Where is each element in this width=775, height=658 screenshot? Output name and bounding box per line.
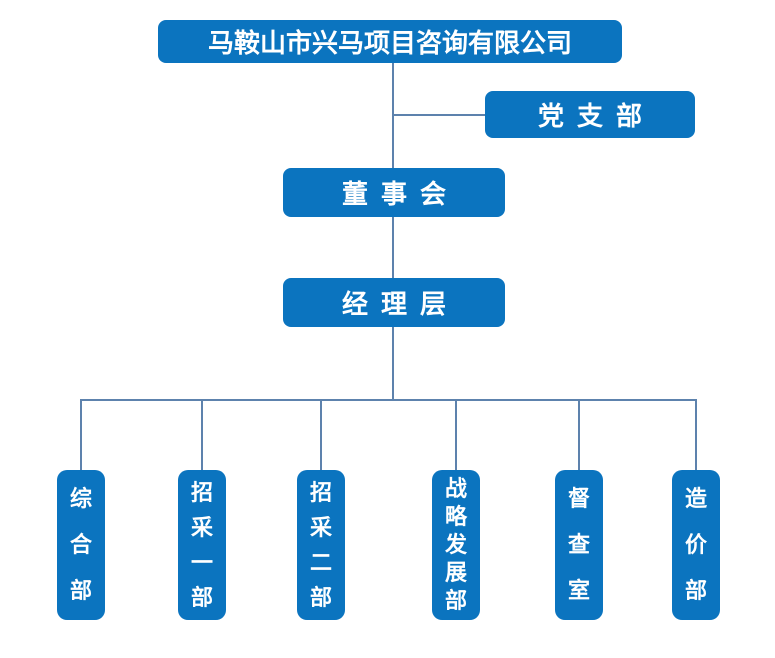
management-level-box: 经理层 — [283, 278, 505, 327]
dept-box-procurement-1: 招采一部 — [178, 470, 226, 620]
connector-drop-procurement-2 — [320, 399, 322, 471]
dept-label-supervision-office: 督查室 — [568, 486, 591, 603]
dept-box-supervision-office: 督查室 — [555, 470, 603, 620]
dept-box-general-affairs: 综合部 — [57, 470, 105, 620]
connector-party-branch — [394, 114, 485, 116]
board-of-directors-label: 董事会 — [341, 179, 459, 209]
management-level-label: 经理层 — [341, 289, 459, 319]
dept-label-general-affairs: 综合部 — [70, 486, 93, 603]
party-branch-label: 党支部 — [537, 101, 655, 131]
dept-label-cost-department: 造价部 — [685, 486, 708, 603]
dept-label-procurement-2: 招采二部 — [310, 480, 333, 610]
dept-box-strategic-development: 战略发展部 — [432, 470, 480, 620]
company-label: 马鞍山市兴马项目咨询有限公司 — [207, 28, 572, 58]
party-branch-box: 党支部 — [485, 91, 695, 138]
connector-drop-general-affairs — [80, 399, 82, 471]
board-of-directors-box: 董事会 — [283, 168, 505, 217]
company-box: 马鞍山市兴马项目咨询有限公司 — [158, 20, 622, 63]
connector-drop-supervision-office — [578, 399, 580, 471]
dept-box-cost-department: 造价部 — [672, 470, 720, 620]
connector-drop-cost-department — [695, 399, 697, 471]
dept-label-procurement-1: 招采一部 — [191, 480, 214, 610]
connector-bus-horizontal — [80, 399, 697, 401]
connector-management-to-bus — [392, 327, 394, 400]
connector-board-to-management — [392, 217, 394, 278]
dept-box-procurement-2: 招采二部 — [297, 470, 345, 620]
dept-label-strategic-development: 战略发展部 — [445, 476, 468, 613]
connector-drop-strategic-development — [455, 399, 457, 471]
connector-drop-procurement-1 — [201, 399, 203, 471]
connector-company-to-board — [392, 63, 394, 168]
